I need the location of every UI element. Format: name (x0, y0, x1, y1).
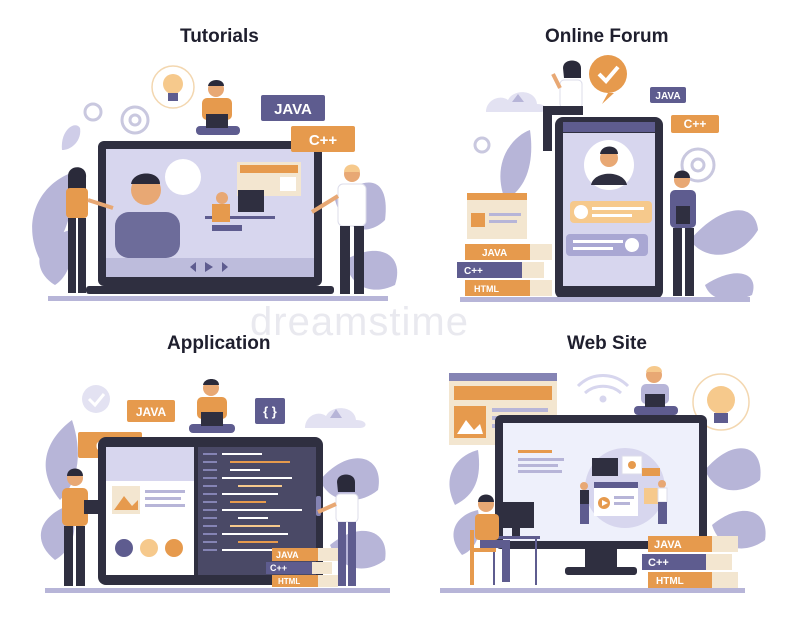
book-java-label: JAVA (654, 539, 682, 551)
person-sitting-top (196, 80, 240, 135)
book-cpp-label: C++ (270, 563, 287, 573)
video-desk-scene (205, 162, 301, 231)
book-html-label: HTML (278, 577, 300, 586)
person-woman-app (317, 474, 359, 586)
book-java-label: JAVA (482, 248, 507, 259)
forward-icon[interactable] (222, 262, 228, 272)
braces-badge (255, 398, 285, 424)
cpp-label: C++ (684, 117, 707, 131)
checkmark-icon (82, 385, 110, 413)
color-dot (165, 539, 183, 557)
monitor-stand (585, 549, 617, 567)
chat-message-1 (570, 201, 652, 223)
person-woman-sitting (543, 60, 583, 151)
ground-line (45, 588, 390, 593)
gear-icon (83, 102, 150, 135)
cloud-upload-icon (305, 408, 366, 428)
gear-icon (473, 136, 716, 183)
play-icon[interactable] (205, 262, 213, 272)
leaves-forum (500, 130, 758, 301)
book-html-label: HTML (474, 284, 499, 294)
wifi-icon (576, 374, 630, 403)
java-badge (261, 95, 325, 121)
title-application: Application (167, 333, 271, 354)
rewind-icon[interactable] (190, 262, 196, 272)
ground-line (440, 588, 745, 593)
person-man-right (310, 164, 367, 294)
braces-label: { } (263, 404, 277, 419)
person-woman-left (66, 167, 114, 293)
watermark-text: dreamstime (250, 300, 469, 344)
code-lines (203, 453, 302, 551)
book-html-label: HTML (656, 576, 684, 587)
chat-message-2 (566, 234, 648, 256)
ground-line (48, 296, 388, 301)
person-man-forum (670, 170, 696, 296)
title-web-site: Web Site (567, 333, 647, 354)
mini-web-illustration (580, 448, 668, 528)
java-label: JAVA (136, 405, 167, 419)
leaves-web (449, 448, 766, 555)
books-stack: JAVA C++ HTML (266, 548, 338, 587)
books-stack: JAVA C++ HTML (642, 536, 738, 588)
application-scene: JAVA C++ { } (40, 379, 390, 593)
book-cpp-label: C++ (648, 557, 669, 569)
phone-status-bar (563, 122, 655, 132)
books-stack: JAVA C++ HTML (457, 244, 552, 296)
cpp-badge (671, 115, 719, 133)
title-online-forum: Online Forum (545, 26, 669, 47)
book-cpp-label: C++ (464, 266, 483, 277)
java-badge (127, 400, 175, 422)
cpp-label: C++ (309, 132, 338, 149)
ground-line (460, 297, 750, 302)
person-man-app (62, 468, 104, 586)
online-forum-scene: JAVA C++ JAVA C++ HTML (457, 55, 758, 302)
cpp-badge (291, 126, 355, 152)
lightbulb-icon (151, 65, 195, 109)
java-label: JAVA (274, 101, 312, 118)
lightbulb-icon (692, 373, 750, 431)
person-sitting-top (189, 379, 235, 433)
title-tutorials: Tutorials (180, 26, 259, 47)
book-java-label: JAVA (276, 550, 299, 560)
laptop-base (86, 286, 334, 294)
java-label: JAVA (655, 91, 680, 102)
cloud-upload-icon (486, 92, 546, 112)
web-site-scene: JAVA C++ HTML (440, 366, 766, 593)
color-dot (115, 539, 133, 557)
person-at-desk (470, 494, 540, 585)
checkmark-icon (589, 55, 627, 104)
person-sitting-top (634, 366, 678, 415)
monitor-base (565, 567, 637, 575)
video-presenter (115, 173, 180, 258)
java-badge (650, 87, 686, 103)
tutorials-scene: JAVA C++ (32, 65, 398, 301)
color-dot (140, 539, 158, 557)
speech-bubble (165, 159, 201, 195)
